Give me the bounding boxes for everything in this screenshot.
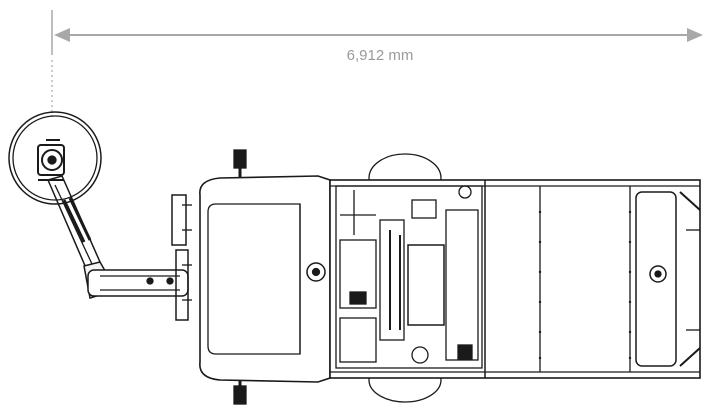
rear-unit [635,191,701,367]
overall-length-label: 6,912 mm [346,47,414,64]
engine-bay [335,185,483,369]
crane-arm [46,175,189,299]
right-arrowhead [687,28,703,42]
front-bracket [171,194,192,321]
panel-rivets [538,210,632,360]
overall-length-dimension [51,10,703,118]
vehicle-outline [8,111,701,405]
mirror-top [233,149,247,182]
mirror-bottom [233,372,247,405]
chassis-body [329,179,701,379]
cab [199,175,331,383]
hose-reel [8,111,102,205]
left-arrowhead [54,28,70,42]
